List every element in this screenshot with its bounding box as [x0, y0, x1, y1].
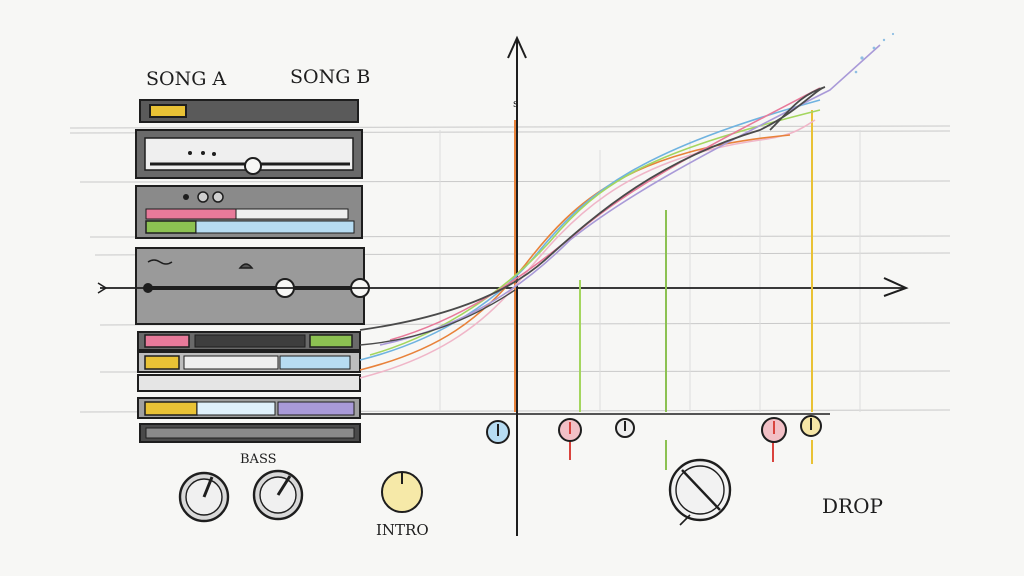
mixer-rack: [135, 99, 370, 443]
sparkle-dots: [854, 32, 895, 74]
crossfader-knob[interactable]: [244, 157, 262, 175]
horizontal-axis-arrow-icon: [883, 277, 909, 297]
bass-knobs: [178, 469, 304, 523]
knob-icon[interactable]: [800, 415, 822, 437]
song-b-label: SONG B: [290, 66, 370, 88]
intro-knob-icon[interactable]: [381, 471, 423, 513]
knob-icon[interactable]: [178, 471, 230, 523]
axis-knobs: [486, 415, 822, 444]
bass-label: BASS: [240, 452, 277, 467]
knob-icon[interactable]: [252, 469, 304, 521]
knob-icon[interactable]: [486, 420, 510, 444]
knob-icon[interactable]: [761, 417, 787, 443]
rack-unit-7: [137, 374, 361, 392]
knob-icon[interactable]: [558, 418, 582, 442]
marker-lines: [514, 110, 813, 470]
vertical-grid: [439, 130, 861, 412]
vertical-axis-arrow-icon: [507, 35, 527, 59]
left-axis-tick-icon: [97, 282, 108, 294]
yellow-led-indicator: [149, 104, 187, 118]
drop-dial-icon[interactable]: [668, 458, 732, 526]
knob-icon[interactable]: [615, 418, 635, 438]
transition-curves: [359, 44, 881, 379]
drop-label: DROP: [822, 494, 883, 518]
axis-y-mark: s: [513, 97, 519, 110]
intro-label: INTRO: [376, 521, 429, 539]
song-a-label: SONG A: [146, 68, 226, 90]
rack-unit-1: [139, 99, 359, 123]
